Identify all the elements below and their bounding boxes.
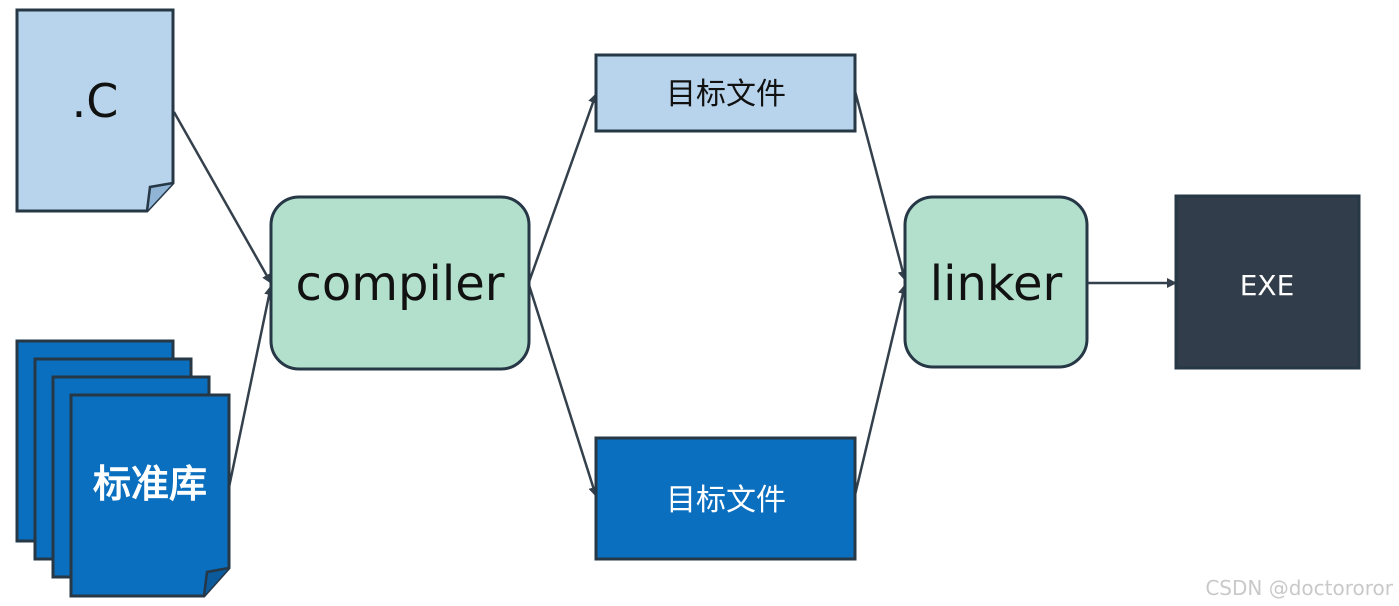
edge-object-top-to-linker (853, 90, 908, 281)
edges (172, 90, 1177, 497)
exe-box (1174, 194, 1361, 370)
object-file-bottom-label: 目标文件 (666, 483, 786, 518)
stdlib-node: 标准库 (15, 339, 231, 598)
compiler-label: compiler (296, 256, 505, 312)
c-file-label: .C (72, 74, 119, 128)
stdlib-fold (202, 566, 230, 597)
compiler-box (269, 195, 531, 371)
object-file-top-node: 目标文件 (594, 53, 857, 133)
edge-stdlib-to-compiler (226, 285, 275, 493)
exe-label: EXE (1240, 269, 1295, 302)
c-file-fold (145, 181, 174, 212)
edge-cfile-to-compiler (172, 111, 273, 284)
linker-label: linker (930, 256, 1063, 312)
object-file-bottom-box (594, 436, 857, 561)
edge-compiler-to-object-top (527, 93, 598, 283)
linker-box (903, 195, 1089, 369)
compiler-node: compiler (269, 195, 531, 371)
object-file-bottom-node: 目标文件 (594, 436, 857, 561)
linker-node: linker (903, 195, 1089, 369)
exe-node: EXE (1174, 194, 1361, 370)
object-file-top-box (594, 53, 857, 133)
edge-object-bottom-to-linker (853, 284, 908, 496)
edge-compiler-to-object-bottom (527, 284, 599, 497)
stdlib-label: 标准库 (93, 462, 207, 506)
c-file-node: .C (15, 8, 175, 213)
object-file-top-label: 目标文件 (666, 77, 786, 112)
watermark-text: CSDN @doctororor (1205, 576, 1393, 600)
